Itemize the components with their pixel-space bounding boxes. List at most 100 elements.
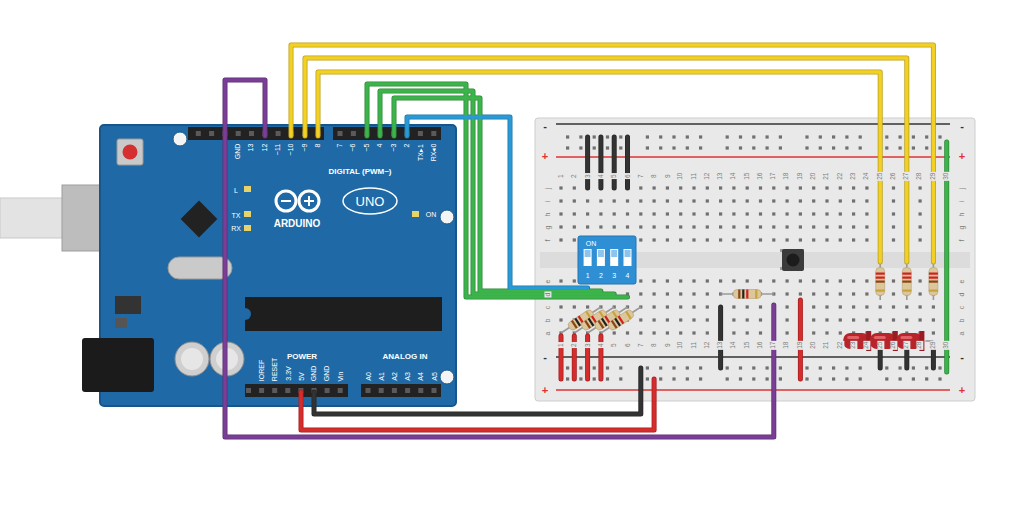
breadboard-hole [825, 186, 828, 189]
breadboard-hole [666, 331, 669, 334]
resistor-band [929, 290, 938, 292]
resistor-body [929, 268, 938, 296]
breadboard-hole [752, 146, 755, 149]
breadboard-hole [593, 377, 596, 380]
breadboard-hole [559, 199, 562, 202]
row-letter: i [545, 199, 552, 203]
breadboard-hole [726, 377, 729, 380]
reset-button [117, 139, 143, 165]
breadboard-hole [653, 318, 656, 321]
column-number: 26 [890, 340, 897, 349]
breadboard-hole [706, 199, 709, 202]
pin-label: 13 [247, 143, 254, 153]
breadboard-hole [719, 199, 722, 202]
breadboard-hole [672, 366, 675, 369]
breadboard-hole [559, 238, 562, 241]
breadboard-hole [679, 331, 682, 334]
breadboard-hole [732, 225, 735, 228]
header-pin [392, 388, 397, 393]
breadboard-hole [899, 366, 902, 369]
breadboard-hole [919, 318, 922, 321]
breadboard-hole [653, 186, 656, 189]
pin-label: 12 [261, 143, 268, 153]
breadboard-hole [786, 225, 789, 228]
logo-oval [343, 188, 397, 214]
breadboard-hole [839, 225, 842, 228]
wire [301, 379, 654, 430]
header-pins [196, 131, 437, 393]
breadboard-hole [865, 212, 868, 215]
breadboard-hole [732, 238, 735, 241]
breadboard-hole [692, 292, 695, 295]
wire-outline [904, 349, 909, 368]
breadboard-hole [825, 305, 828, 308]
rail-sign: + [541, 151, 549, 162]
breadboard-hole [646, 366, 649, 369]
breadboard-hole [706, 186, 709, 189]
breadboard-hole [786, 186, 789, 189]
breadboard-hole [759, 279, 762, 282]
wire [407, 117, 588, 288]
breadboard-hole [786, 292, 789, 295]
pushbutton-cap [787, 254, 800, 267]
breadboard-hole [932, 305, 935, 308]
row-letter: h [959, 211, 966, 217]
logo [308, 196, 310, 206]
breadboard-hole [706, 225, 709, 228]
breadboard-hole [726, 135, 729, 138]
header-pin [196, 131, 201, 136]
breadboard-hole [938, 377, 941, 380]
breadboard-hole [739, 366, 742, 369]
resistor-symbol [601, 307, 641, 333]
led-indicator [412, 211, 419, 217]
breadboard-hole [599, 212, 602, 215]
column-number: 25 [877, 171, 884, 180]
breadboard-hole [892, 199, 895, 202]
breadboard-hole [706, 238, 709, 241]
breadboard-hole [719, 212, 722, 215]
breadboard-hole [759, 331, 762, 334]
breadboard-hole [679, 279, 682, 282]
pin-label: Vin [337, 370, 344, 382]
breadboard-hole [892, 305, 895, 308]
breadboard-hole [799, 199, 802, 202]
column-number: 25 [877, 340, 884, 349]
column-number: 7 [638, 342, 645, 348]
pin-label: ~11 [274, 143, 281, 156]
breadboard-hole [845, 146, 848, 149]
column-number: 19 [797, 340, 804, 349]
led-highlight [847, 336, 859, 339]
pin-label: ~5 [363, 143, 370, 153]
breadboard-hole [805, 135, 808, 138]
breadboard-hole [865, 305, 868, 308]
wires [225, 45, 947, 437]
dip-lever [598, 250, 604, 257]
breadboard-hole [865, 199, 868, 202]
column-number: 17 [771, 340, 778, 349]
breadboard-hole [786, 212, 789, 215]
wire [599, 137, 602, 188]
breadboard-hole [719, 186, 722, 189]
resistor-band [746, 290, 748, 299]
breadboard-hole [719, 238, 722, 241]
switch-number: 1 [585, 272, 591, 279]
breadboard-hole [865, 225, 868, 228]
wire-outline [931, 349, 936, 368]
breadboard-hole [865, 186, 868, 189]
breadboard-hole [812, 225, 815, 228]
wire-outline [798, 300, 803, 379]
resistor-symbol [876, 263, 885, 300]
breadboard-hole [899, 146, 902, 149]
led-body [896, 333, 922, 349]
header-pin [236, 131, 241, 136]
dip-switch [578, 236, 636, 284]
resistor-body [607, 309, 635, 332]
row-letter: j [959, 186, 966, 190]
column-number: 4 [598, 342, 605, 348]
breadboard-hole [666, 225, 669, 228]
breadboard-hole [925, 135, 928, 138]
breadboard-hole [726, 366, 729, 369]
breadboard-hole [559, 305, 562, 308]
column-number: 26 [890, 171, 897, 180]
breadboard-holes [559, 135, 948, 380]
